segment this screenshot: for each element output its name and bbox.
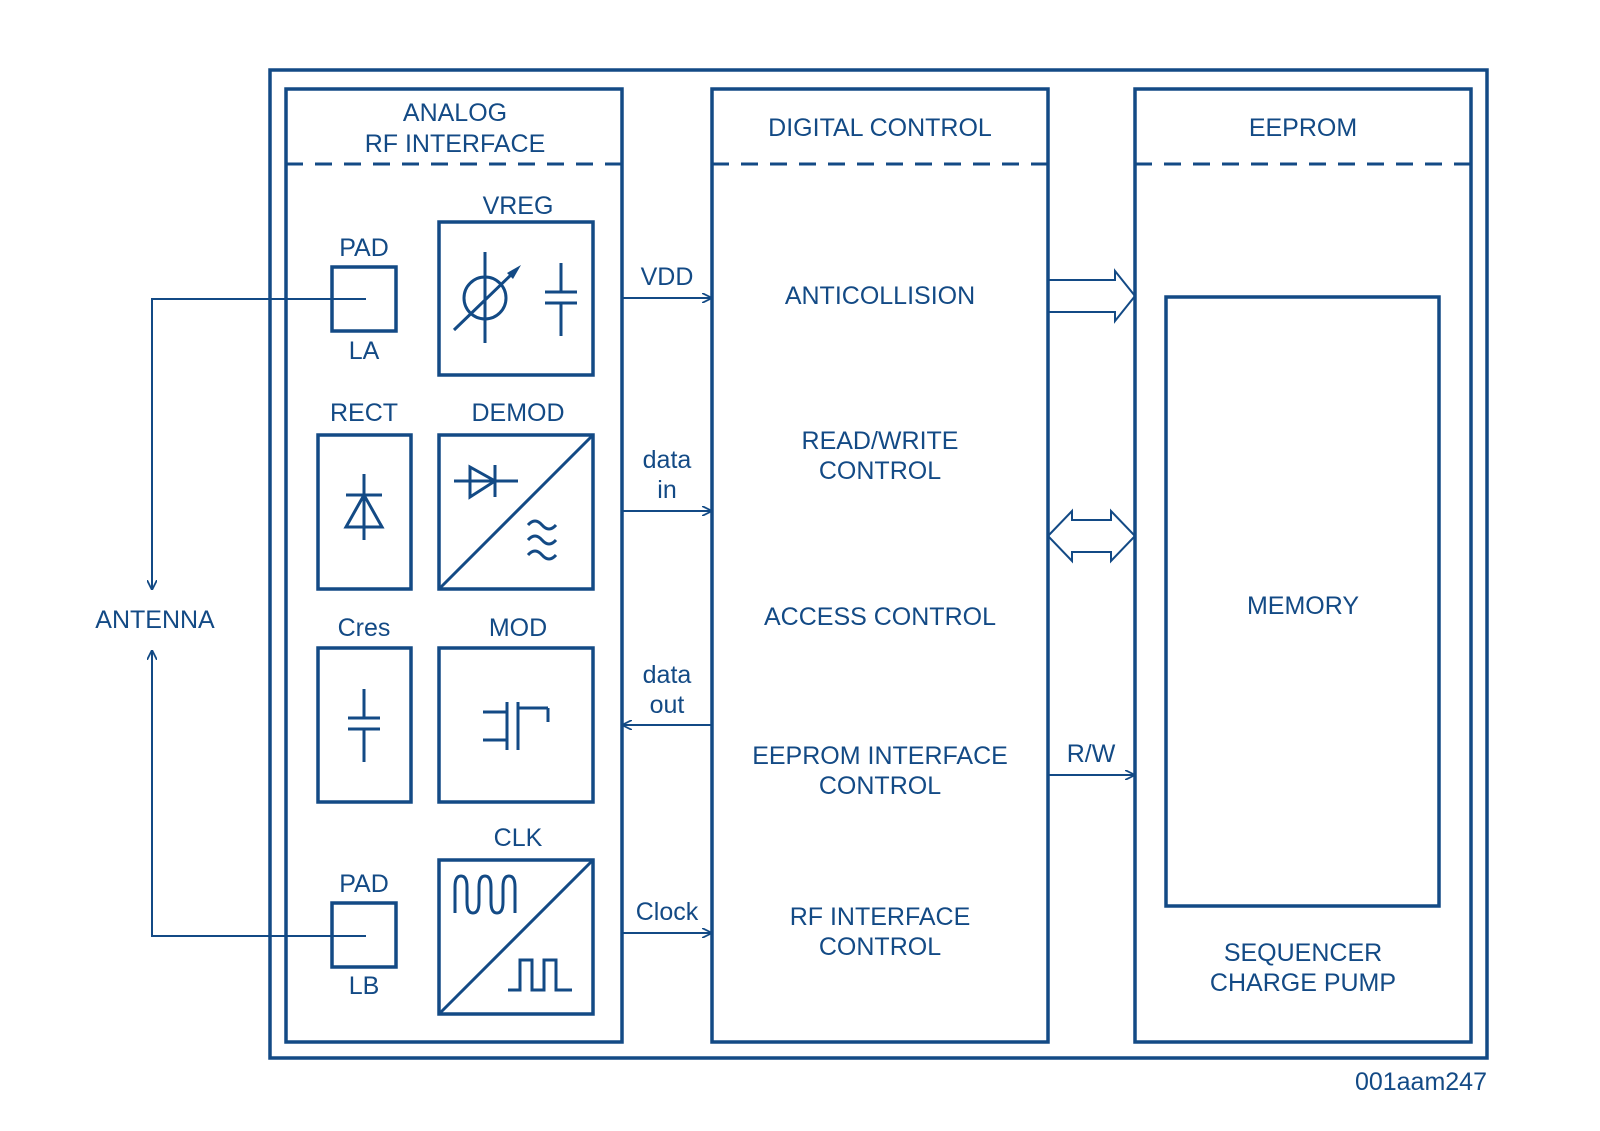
digital-eeprom-buses: R/W [1046,268,1137,775]
demod-diode-icon [454,464,518,500]
antenna-label: ANTENNA [95,606,215,634]
eeprom-title: EEPROM [1249,114,1357,142]
eeprom-block: EEPROM MEMORY SEQUENCER CHARGE PUMP [1133,87,1473,1044]
data-out-label-line2: out [650,691,685,719]
antenna-wire-bottom [152,650,366,937]
demod-box [437,433,595,591]
memory-label: MEMORY [1247,592,1359,620]
analog-digital-signals: VDD data in data out Clock [622,263,712,933]
analog-title-line1: ANALOG [403,99,507,127]
rf-interface-label-line2: CONTROL [819,933,941,961]
vreg-symbol-icon [452,252,577,343]
rf-interface-label-line1: RF INTERFACE [790,903,971,931]
transistor-icon [483,702,550,750]
antenna-connection: ANTENNA [95,298,366,937]
data-in-label-line2: in [657,476,676,504]
sequencer-label: SEQUENCER [1224,939,1382,967]
demod-diagonal [437,433,595,591]
vdd-label: VDD [641,263,694,291]
cres-box [316,646,413,804]
access-control-label: ACCESS CONTROL [764,603,996,631]
pad-bottom-label: PAD [339,870,389,898]
mod-label: MOD [489,614,547,642]
readwrite-label-line1: READ/WRITE [802,427,959,455]
rectifier-diode-icon [343,474,385,540]
rw-label: R/W [1067,740,1116,768]
bus-arrow-right-icon [1048,268,1137,324]
sine-wave-icon [453,874,517,915]
digital-title: DIGITAL CONTROL [768,114,992,142]
vreg-box [437,220,595,377]
analog-block-border [284,87,624,1044]
pad-bottom-sublabel: LB [349,972,380,1000]
clk-label: CLK [494,824,543,852]
clk-diagonal [437,858,595,1016]
figure-reference: 001aam247 [1355,1068,1487,1096]
clk-box [437,858,595,1016]
chip-outline [268,68,1489,1060]
rect-box [316,433,413,591]
memory-box [1164,295,1441,908]
readwrite-label-line2: CONTROL [819,457,941,485]
eeprom-interface-label-line2: CONTROL [819,772,941,800]
digital-control-block: DIGITAL CONTROL ANTICOLLISION READ/WRITE… [710,87,1050,1044]
mod-box [437,646,595,804]
pad-top-label: PAD [339,234,389,262]
anticollision-label: ANTICOLLISION [785,282,975,310]
square-wave-icon [508,958,572,992]
antenna-wire-top [152,298,366,590]
demod-wave-icon [526,519,558,561]
capacitor-icon [348,689,380,762]
data-in-label-line1: data [643,446,692,474]
data-out-label-line1: data [643,661,692,689]
analog-rf-interface-block: ANALOG RF INTERFACE PAD LA VREG RECT DEM [284,87,624,1044]
rect-label: RECT [330,399,398,427]
charge-pump-label: CHARGE PUMP [1210,969,1396,997]
vreg-label: VREG [483,192,554,220]
demod-label: DEMOD [471,399,564,427]
eeprom-block-border [1133,87,1473,1044]
cres-label: Cres [338,614,391,642]
analog-title-line2: RF INTERFACE [365,130,546,158]
clock-label: Clock [636,898,699,926]
eeprom-interface-label-line1: EEPROM INTERFACE [752,742,1008,770]
bus-arrow-bidirectional-icon [1046,508,1137,564]
digital-block-border [710,87,1050,1044]
pad-top-sublabel: LA [349,337,380,365]
